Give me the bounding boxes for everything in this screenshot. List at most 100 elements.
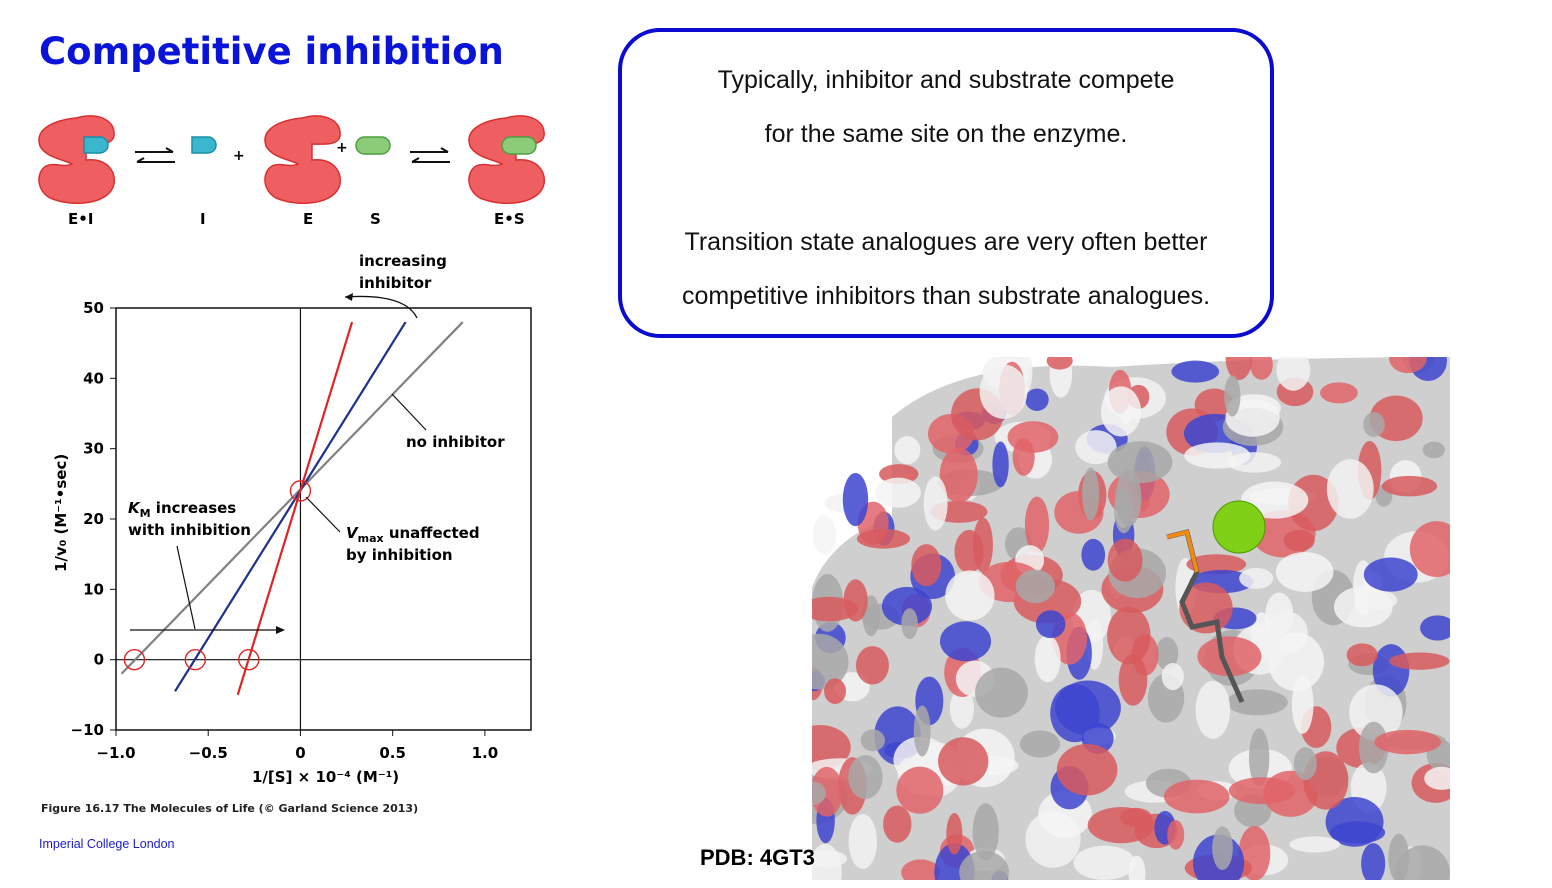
surface-patch [1224, 375, 1241, 417]
surface-patch [1320, 382, 1358, 404]
x-axis-label: 1/[S] × 10⁻⁴ (M⁻¹) [252, 768, 399, 786]
y-tick-label: 30 [83, 440, 104, 458]
surface-patch [1179, 582, 1233, 634]
surface-patch [1082, 467, 1100, 521]
surface-patch [901, 608, 918, 640]
y-tick-label: 10 [83, 580, 104, 598]
surface-patch [1212, 826, 1233, 870]
surface-patch [812, 766, 843, 817]
surface-patch [1195, 680, 1231, 739]
textbox-line: Transition state analogues are very ofte… [684, 228, 1208, 256]
surface-patch [959, 850, 1010, 880]
x-intercept-marker [123, 648, 146, 671]
textbox-line: Typically, inhibitor and substrate compe… [717, 66, 1175, 94]
surface-patch [824, 678, 847, 705]
svg-text:by inhibition: by inhibition [346, 546, 453, 564]
surface-patch [1389, 357, 1427, 374]
surface-patch [923, 476, 948, 531]
surface-patch [848, 813, 878, 869]
annotation-no-inhibitor: no inhibitor [406, 433, 505, 451]
protein-surface-image [812, 357, 1450, 880]
surface-patch [812, 515, 837, 555]
surface-patch [938, 737, 989, 786]
surface-patch [848, 755, 883, 800]
surface-patch [1363, 412, 1385, 438]
annotation-increasing: increasing [359, 252, 447, 270]
surface-patch [1075, 430, 1117, 465]
surface-patch [894, 436, 921, 465]
plot-frame [115, 307, 532, 731]
surface-patch [1362, 590, 1398, 611]
surface-patch [1329, 821, 1386, 844]
surface-patch [1276, 357, 1311, 391]
plus-sign: + [233, 148, 245, 164]
y-tick-label: −10 [71, 721, 104, 739]
surface-patch [1275, 551, 1334, 592]
label-S: S [370, 210, 381, 228]
surface-patch [1073, 845, 1136, 880]
svg-text:with inhibition: with inhibition [128, 521, 251, 539]
y-tick-label: 50 [83, 299, 104, 317]
equilibrium-arrow-2 [410, 147, 450, 163]
surface-patch [812, 596, 859, 622]
surface-patch [1163, 779, 1230, 814]
surface-patch [1374, 729, 1442, 755]
surface-patch [1119, 807, 1152, 827]
enzyme-shape [468, 115, 545, 204]
surface-patch [1409, 521, 1450, 578]
surface-patch [812, 843, 842, 880]
label-EI: E•I [68, 210, 93, 228]
surface-patch [1046, 357, 1073, 370]
surface-patch [1225, 357, 1253, 381]
surface-patch [1361, 843, 1386, 880]
surface-patch [1056, 743, 1118, 796]
series-line-0 [120, 321, 464, 675]
surface-patch [842, 472, 869, 527]
surface-patch [992, 441, 1009, 488]
surface-patch [1293, 747, 1317, 780]
x-tick-label: 0.5 [379, 744, 406, 762]
enzyme-shape [264, 115, 341, 204]
x-intercept-marker [238, 648, 260, 671]
surface-patch [1034, 635, 1061, 683]
surface-patch [1081, 538, 1106, 571]
surface-patch [1107, 538, 1143, 582]
surface-patch [975, 667, 1028, 718]
textbox-line: competitive inhibitors than substrate an… [681, 282, 1211, 310]
surface-patch [1025, 388, 1049, 411]
surface-patch [1054, 680, 1121, 735]
substrate-shape [355, 136, 391, 155]
surface-patch [1389, 652, 1450, 670]
surface-patch [1197, 636, 1262, 677]
surface-patch [1114, 487, 1134, 534]
surface-patch [939, 621, 992, 662]
surface-patch [946, 812, 963, 855]
surface-patch [949, 688, 975, 729]
surface-patch [979, 364, 1028, 419]
magnesium-ion [1212, 500, 1266, 554]
surface-patch [1171, 360, 1220, 383]
label-E: E [303, 210, 313, 228]
pdb-label: PDB: 4GT3 [700, 845, 815, 870]
surface-patch [1228, 777, 1296, 805]
surface-patch [954, 529, 984, 574]
surface-patch [1422, 441, 1446, 459]
slide-title: Competitive inhibition [39, 30, 504, 73]
surface-patch [855, 646, 889, 685]
bound-inhibitor [83, 136, 109, 154]
y-axis-label: 1/v₀ (M⁻¹•sec) [52, 454, 70, 572]
surface-patch [972, 803, 999, 861]
plus-sign: + [336, 140, 348, 156]
reaction-scheme: + + E•I I E S E•S [38, 115, 545, 228]
surface-patch [1381, 475, 1438, 497]
surface-patch [1363, 557, 1418, 592]
surface-patch [875, 477, 921, 508]
surface-patch [1007, 421, 1059, 453]
x-tick-label: −1.0 [96, 744, 135, 762]
surface-patch [1155, 637, 1179, 671]
surface-patch [1346, 643, 1378, 667]
surface-patch [1161, 662, 1184, 691]
surface-patch [1283, 529, 1315, 552]
